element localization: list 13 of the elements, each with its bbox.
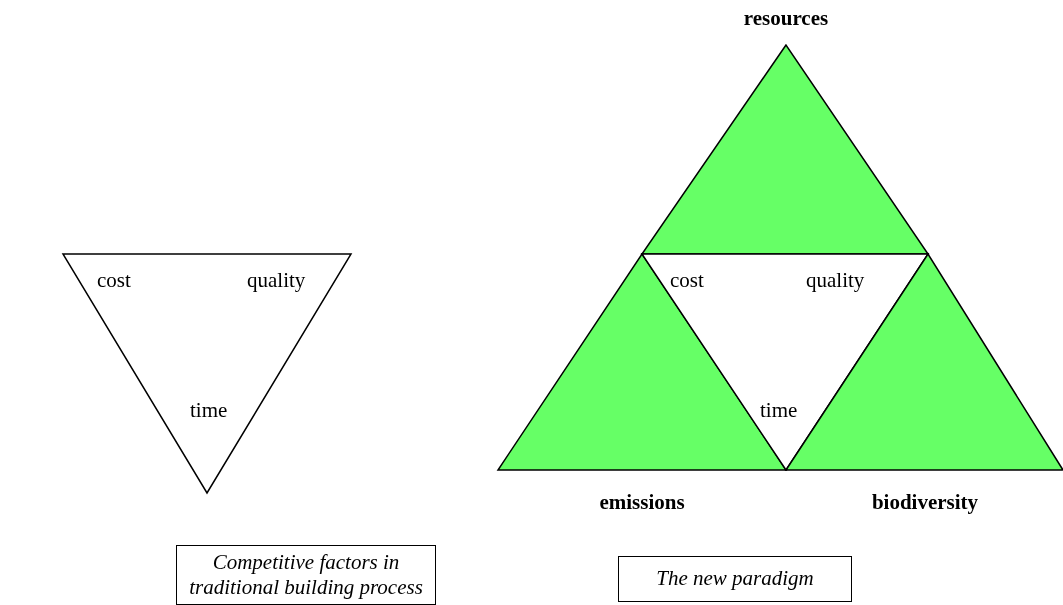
factor-label: time — [190, 399, 228, 423]
vertex-label: resources — [743, 7, 829, 31]
factor-label: cost — [670, 269, 704, 293]
vertex-label: emissions — [599, 491, 685, 515]
vertex-label: biodiversity — [871, 491, 979, 515]
factor-label: quality — [247, 269, 306, 293]
factor-label: cost — [97, 269, 131, 293]
caption-box — [176, 545, 436, 605]
caption-text: The new paradigm — [655, 566, 815, 592]
factor-label: quality — [806, 269, 865, 293]
factor-label: time — [760, 399, 798, 423]
caption-box — [618, 556, 852, 602]
caption-text: Competitive factors in traditional building process — [188, 549, 424, 601]
